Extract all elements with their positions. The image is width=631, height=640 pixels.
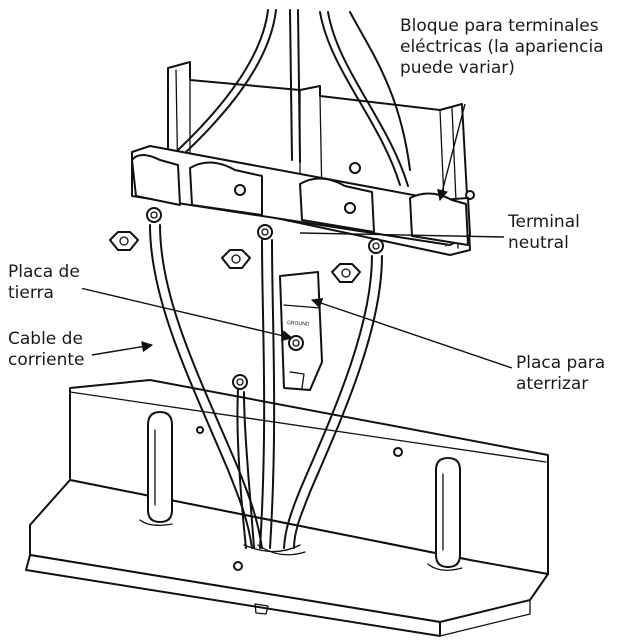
ground-plate-label: Placa de tierra [6,262,82,304]
grounding-plate-label-line: Placa para [516,353,606,373]
neutral-terminal-label-line: neutral [508,233,569,253]
block-leader-arrow [437,103,466,202]
grounding-plate-label-line: aterrizar [516,374,589,394]
power-cable-label-line: Cable de [8,329,83,349]
mounting-bracket [25,379,549,637]
cable-leader-arrow [91,341,154,356]
ground-plate: GROUND [279,271,323,391]
ground-plate-label-line: tierra [8,283,54,303]
terminal-block-label: Bloque para terminales eléctricas (la ap… [398,16,606,79]
ground-plate-label-line: Placa de [8,262,80,282]
power-cable-label-line: corriente [8,350,85,370]
neutral-terminal-label-line: Terminal [508,212,580,232]
supply-wires [177,9,411,187]
terminal-screws [146,207,384,390]
power-cable-label: Cable de corriente [6,329,87,371]
grounding-plate-label: Placa para aterrizar [514,353,608,395]
neutral-terminal-label: Terminal neutral [506,212,582,254]
grounding-plate-leader-arrow [310,297,513,369]
ground-plate-marking: GROUND [287,320,310,328]
neutral-leader-line [299,232,505,238]
power-cord [149,224,383,553]
terminal-block-housing [109,61,475,283]
ground-plate-leader-arrow [75,286,294,342]
terminal-block-label-line: Bloque para terminales [400,16,599,36]
terminal-block-label-line: puede variar) [400,58,515,78]
leader-lines [75,103,513,369]
terminal-block-label-line: eléctricas (la apariencia [400,37,604,57]
